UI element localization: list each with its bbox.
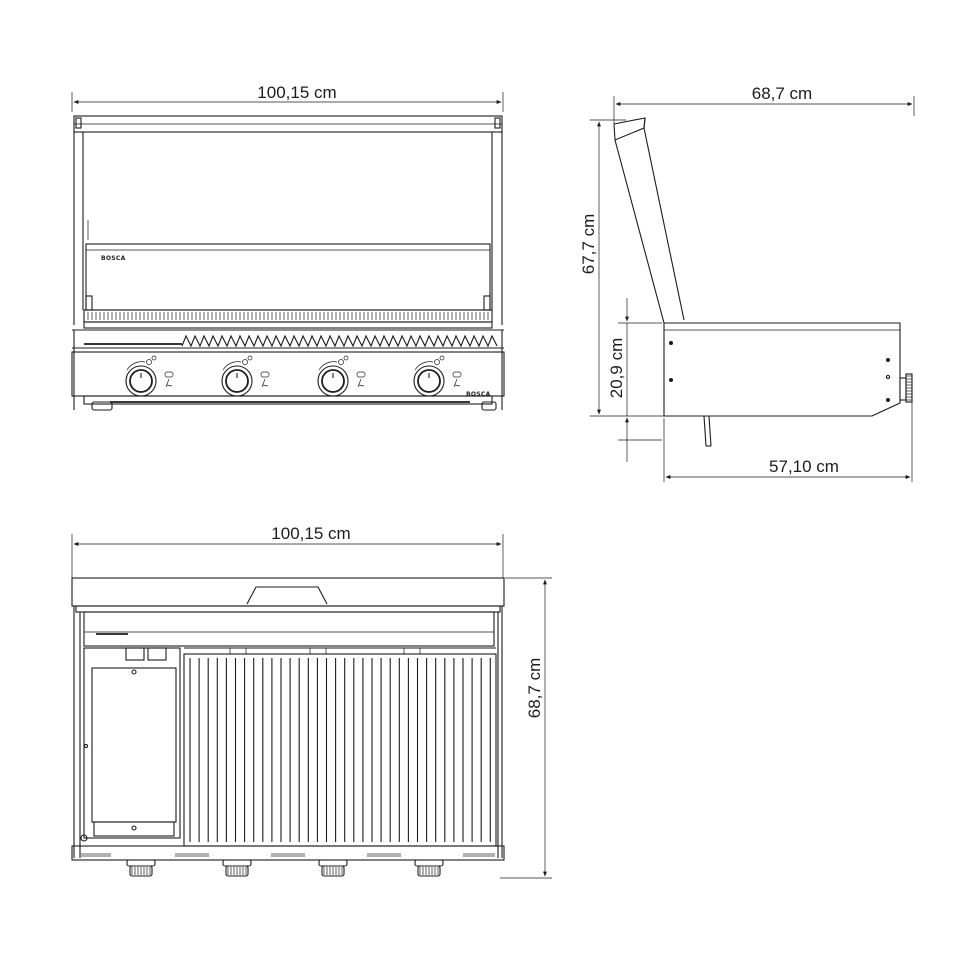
front-knob <box>317 355 366 397</box>
side-height-closed-label: 20,9 cm <box>607 338 626 398</box>
top-knob <box>414 859 444 877</box>
side-base-depth-dimension: 57,10 cm <box>663 400 913 482</box>
top-ribbed-grill <box>183 647 497 847</box>
top-knob <box>222 859 252 877</box>
top-view: 100,15 cm 68,7 cm <box>71 524 552 879</box>
top-griddle-plate <box>80 647 181 842</box>
top-depth-label: 68,7 cm <box>525 658 544 718</box>
top-knob <box>126 859 156 877</box>
side-body <box>663 322 913 447</box>
front-control-logo: BOSCA <box>466 391 491 398</box>
side-height-open-label: 67,7 cm <box>579 214 598 274</box>
front-panel-logo: BOSCA <box>101 255 126 262</box>
side-height-closed-dimension: 20,9 cm <box>607 298 662 462</box>
side-raised-lid <box>613 117 685 324</box>
top-width-label: 100,15 cm <box>271 524 350 543</box>
side-view: 68,7 cm 67,7 cm 20,9 cm <box>579 84 915 482</box>
front-width-dimension: 100,15 cm <box>71 83 504 112</box>
front-grill-grate <box>72 309 504 349</box>
side-base-depth-label: 57,10 cm <box>769 457 839 476</box>
front-knob <box>125 355 174 397</box>
front-knob <box>221 355 270 397</box>
front-splash-panel: BOSCA <box>85 243 491 311</box>
front-view: 100,15 cm BOSCA <box>71 83 505 411</box>
front-control-panel: BOSCA <box>71 330 505 411</box>
side-depth-label: 68,7 cm <box>752 84 812 103</box>
top-width-dimension: 100,15 cm <box>71 524 504 578</box>
top-front-edge <box>71 845 505 877</box>
top-lid <box>71 577 505 858</box>
top-depth-dimension: 68,7 cm <box>500 577 552 879</box>
side-height-open-dimension: 67,7 cm <box>579 119 664 417</box>
front-lid <box>73 115 503 325</box>
top-knob <box>318 859 348 877</box>
front-width-label: 100,15 cm <box>257 83 336 102</box>
side-depth-dimension: 68,7 cm <box>613 84 915 124</box>
front-knob <box>413 355 462 397</box>
